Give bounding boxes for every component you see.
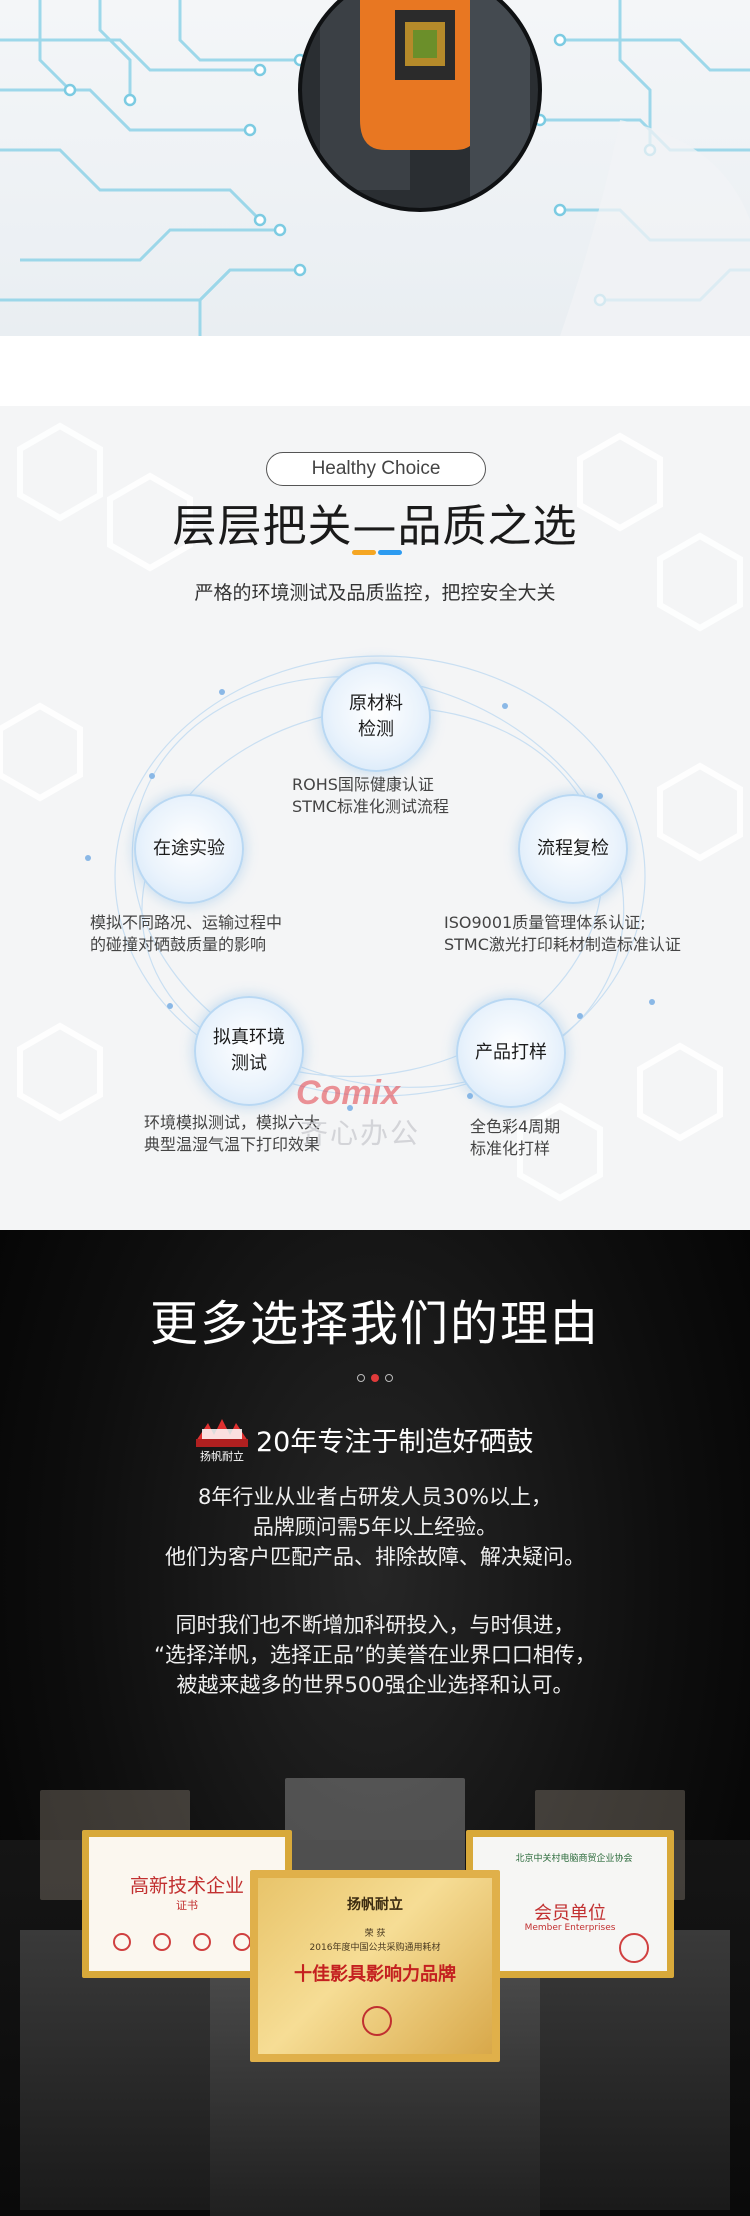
dot (385, 1374, 393, 1382)
node-desc-process-recheck: ISO9001质量管理体系认证; STMC激光打印耗材制造标准认证 (444, 912, 681, 956)
para-line: “选择洋帆，选择正品”的美誉在业界口口相传， (154, 1643, 596, 1667)
node-simulated-environment: 拟真环境测试 (194, 996, 304, 1106)
reasons-section: 更多选择我们的理由 扬帆耐立 20年专注于制造好硒鼓 8年行业从业者占研发人员3… (0, 1230, 750, 2216)
node-process-recheck: 流程复检 (518, 794, 628, 904)
reasons-paragraph-2: 同时我们也不断增加科研投入，与时俱进， “选择洋帆，选择正品”的美誉在业界口口相… (0, 1610, 750, 1700)
para-line: 8年行业从业者占研发人员30%以上， (197, 1485, 553, 1509)
para-line: 被越来越多的世界500强企业选择和认可。 (176, 1673, 574, 1697)
brand-badge-text: 扬帆耐立 (200, 1450, 244, 1463)
desc-line: 标准化打样 (470, 1139, 551, 1158)
hexagon-background (0, 422, 743, 1202)
comix-watermark-logo: Comix (296, 1074, 400, 1112)
title-accent-orange (352, 550, 376, 555)
desc-line: 全色彩4周期 (470, 1117, 561, 1136)
cert-title: 十佳影具影响力品牌 (294, 1964, 456, 1985)
seal-icon (362, 2006, 392, 2036)
node-desc-simulated-environment: 环境模拟测试，模拟六大 典型温湿气温下打印效果 (144, 1112, 320, 1156)
cert-title: 会员单位 (534, 1903, 606, 1924)
background-certificate (285, 1778, 465, 1888)
node-product-sample: 产品打样 (456, 998, 566, 1108)
certificate-top-ten-brand: 扬帆耐立 荣 获 2016年度中国公共采购通用耗材 十佳影具影响力品牌 (250, 1870, 500, 2062)
desc-line: STMC标准化测试流程 (292, 797, 449, 816)
node-label-line: 产品打样 (475, 1042, 547, 1063)
node-label-line: 在途实验 (153, 838, 225, 859)
node-desc-raw-material: ROHS国际健康认证 STMC标准化测试流程 (292, 774, 449, 818)
cert-line: 2016年度中国公共采购通用耗材 (309, 1943, 441, 1953)
watermark-text: 齐心办公 (300, 1117, 421, 1150)
desc-line: ROHS国际健康认证 (292, 775, 434, 794)
desc-line: 环境模拟测试，模拟六大 (144, 1113, 321, 1132)
reasons-headline: 20年专注于制造好硒鼓 (256, 1427, 534, 1458)
cert-org: 北京中关村电脑商贸企业协会 (515, 1854, 633, 1864)
brand-badge: 扬帆耐立 (192, 1417, 252, 1463)
desc-line: ISO9001质量管理体系认证; (444, 913, 646, 932)
hero-banner (0, 0, 750, 336)
node-raw-material: 原材料检测 (321, 662, 431, 772)
reasons-paragraph-1: 8年行业从业者占研发人员30%以上， 品牌顾问需5年以上经验。 他们为客户匹配产… (0, 1482, 750, 1572)
cert-sub: Member Enterprises (524, 1923, 616, 1933)
para-line: 品牌顾问需5年以上经验。 (252, 1515, 498, 1539)
cert-seals (113, 1933, 263, 1951)
node-in-transit: 在途实验 (134, 794, 244, 904)
toner-chip-circuit-illustration (0, 0, 750, 336)
desc-line: 典型温湿气温下打印效果 (144, 1135, 321, 1154)
node-label-line: 测试 (231, 1053, 267, 1074)
para-line: 他们为客户匹配产品、排除故障、解决疑问。 (165, 1545, 585, 1569)
node-label-line: 流程复检 (537, 838, 609, 859)
quality-title: 层层把关—品质之选 (172, 501, 578, 552)
dot-active (371, 1374, 379, 1382)
quality-subtitle: 严格的环境测试及品质监控，把控安全大关 (194, 582, 556, 604)
node-desc-in-transit: 模拟不同路况、运输过程中 的碰撞对硒鼓质量的影响 (90, 912, 282, 956)
title-accent-blue (378, 550, 402, 555)
para-line: 同时我们也不断增加科研投入，与时俱进， (175, 1613, 575, 1637)
dot (357, 1374, 365, 1382)
brand-logo-icon (196, 1419, 248, 1447)
desc-line: 模拟不同路况、运输过程中 (90, 913, 283, 932)
healthy-choice-pill: Healthy Choice (266, 452, 486, 486)
cert-sub: 证书 (176, 1899, 198, 1912)
desc-line: STMC激光打印耗材制造标准认证 (444, 935, 681, 954)
seal-icon (619, 1933, 649, 1963)
cert-sub: 荣 获 (364, 1929, 386, 1939)
cert-title: 高新技术企业 (129, 1875, 244, 1897)
quality-section: Healthy Choice 层层把关—品质之选 严格的环境测试及品质监控，把控… (0, 406, 750, 1230)
desc-line: 的碰撞对硒鼓质量的影响 (90, 935, 267, 954)
node-label-line: 拟真环境 (213, 1027, 285, 1048)
node-label-line: 检测 (358, 719, 394, 740)
node-label-line: 原材料 (349, 693, 403, 714)
cert-brand: 扬帆耐立 (347, 1897, 403, 1913)
carousel-dots (357, 1374, 397, 1384)
node-desc-product-sample: 全色彩4周期 标准化打样 (470, 1116, 560, 1160)
certificate-member: 北京中关村电脑商贸企业协会 会员单位 Member Enterprises (466, 1830, 674, 1978)
reasons-title: 更多选择我们的理由 (149, 1296, 600, 1352)
